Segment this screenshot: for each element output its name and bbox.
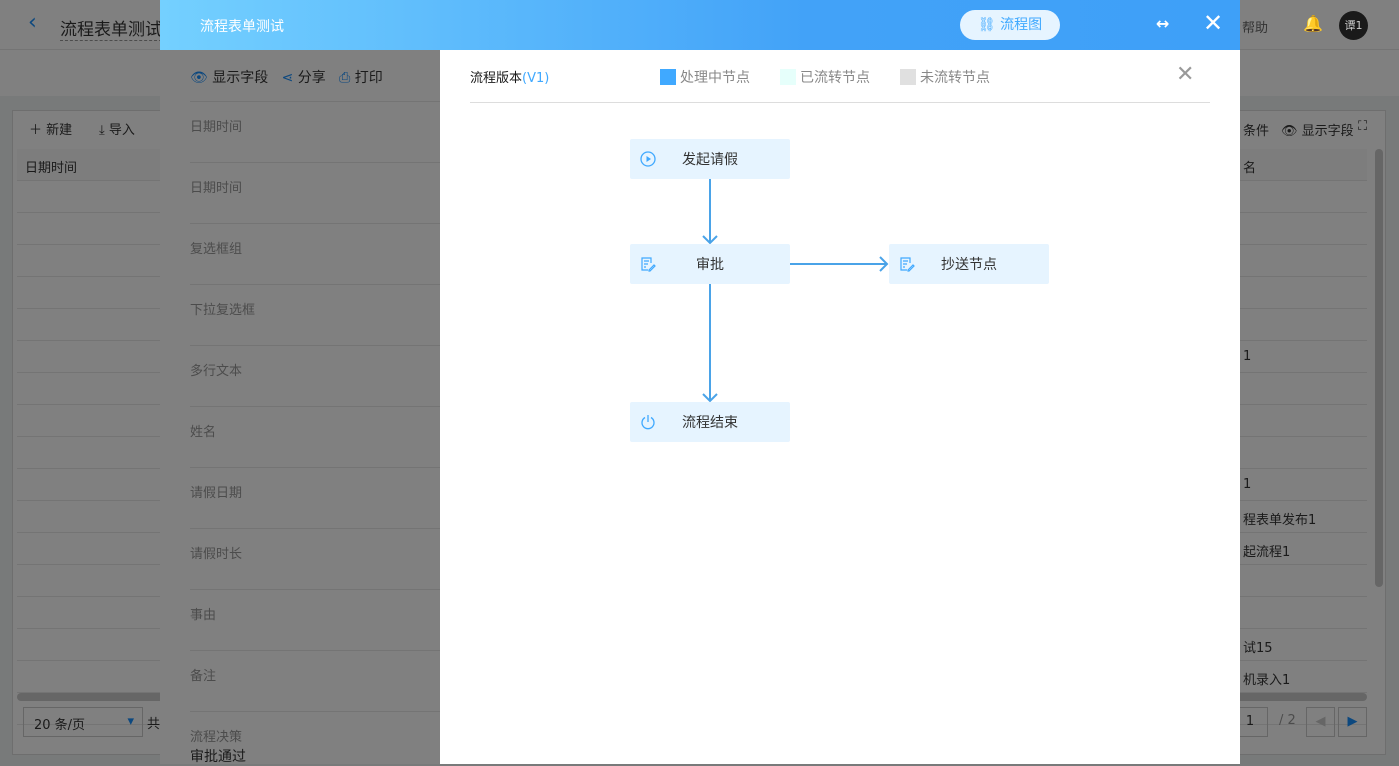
- field-label: 事由: [190, 608, 217, 623]
- help-link[interactable]: 帮助: [1242, 21, 1269, 36]
- divider: [470, 102, 1210, 103]
- column-header-name[interactable]: 名: [1243, 161, 1257, 176]
- form-edit-icon: [641, 257, 656, 272]
- modal-title: 流程表单测试: [200, 19, 284, 35]
- table-cell: 1: [1243, 477, 1252, 492]
- form-panel: 👁 显示字段 ⋖ 分享 ⎙ 打印 日期时间日期时间复选框组下拉复选框多行文本姓名…: [160, 50, 450, 765]
- field-label: 备注: [190, 669, 217, 684]
- field-label: 请假日期: [190, 486, 243, 501]
- back-icon[interactable]: ‹: [28, 10, 37, 35]
- column-header-datetime[interactable]: 日期时间: [25, 161, 78, 176]
- form-toolbar: 👁 显示字段 ⋖ 分享 ⎙ 打印: [190, 50, 440, 102]
- app-title: 流程表单测试: [60, 15, 162, 41]
- field-label: 多行文本: [190, 364, 243, 379]
- version-label: 流程版本(V1): [470, 67, 549, 86]
- drawer-close-icon[interactable]: ✕: [1176, 62, 1195, 87]
- version-number: (V1): [522, 71, 550, 86]
- field-label: 日期时间: [190, 181, 243, 196]
- flow-edges: [702, 179, 889, 403]
- table-cell: 机录入1: [1243, 673, 1291, 688]
- import-button[interactable]: ⤓ 导入: [99, 123, 135, 138]
- legend-label: 已流转节点: [800, 70, 870, 86]
- next-page-button[interactable]: ▶: [1338, 707, 1367, 737]
- table-cell: 程表单发布1: [1243, 513, 1317, 528]
- form-field: 备注: [190, 651, 450, 712]
- legend-pending: 未流转节点: [900, 67, 990, 87]
- edge-approve-end: [702, 284, 718, 403]
- page-count: / 2: [1279, 713, 1296, 728]
- prev-page-button[interactable]: ◀: [1306, 707, 1335, 737]
- legend-processing: 处理中节点: [660, 67, 750, 87]
- form-field: 复选框组: [190, 224, 450, 285]
- avatar[interactable]: 谭1: [1339, 11, 1368, 40]
- expand-horizontal-icon[interactable]: ↔: [1156, 14, 1170, 33]
- form-field: 日期时间: [190, 102, 450, 163]
- field-label: 复选框组: [190, 242, 243, 257]
- form-edit-icon: [900, 257, 915, 272]
- legend-label: 处理中节点: [680, 70, 750, 86]
- table-cell: 起流程1: [1243, 545, 1291, 560]
- bell-icon[interactable]: 🔔: [1303, 14, 1323, 33]
- form-field: 请假日期: [190, 468, 450, 529]
- version-text: 流程版本: [470, 71, 523, 86]
- form-field: 日期时间: [190, 163, 450, 224]
- node-end[interactable]: 流程结束: [630, 402, 790, 442]
- field-label: 下拉复选框: [190, 303, 256, 318]
- node-label: 审批: [696, 257, 724, 273]
- flow-chart-button[interactable]: ⛓ 流程图: [960, 10, 1060, 40]
- legend-swatch: [780, 69, 796, 85]
- node-cc[interactable]: 抄送节点: [889, 244, 1049, 284]
- new-label: 新建: [46, 123, 73, 138]
- show-fields-button[interactable]: 👁 显示字段: [190, 70, 269, 86]
- power-icon: [641, 415, 655, 430]
- table-cell: 试15: [1243, 641, 1273, 656]
- link-icon: ⛓: [977, 17, 996, 33]
- node-label: 发起请假: [682, 152, 738, 168]
- caret-down-icon: ▾: [127, 714, 134, 729]
- legend-passed: 已流转节点: [780, 67, 870, 87]
- conditions-button[interactable]: 条件: [1243, 124, 1270, 139]
- legend-label: 未流转节点: [920, 70, 990, 86]
- share-button[interactable]: ⋖ 分享: [281, 70, 326, 86]
- show-fields-button[interactable]: 👁 显示字段: [1281, 124, 1354, 139]
- decision-label: 流程决策: [190, 730, 243, 745]
- total-label: 共: [147, 717, 161, 732]
- edge-approve-cc: [790, 256, 889, 272]
- form-field: 多行文本: [190, 346, 450, 407]
- form-field: 请假时长: [190, 529, 450, 590]
- decision-value: 审批通过: [190, 749, 246, 765]
- node-start[interactable]: 发起请假: [630, 139, 790, 179]
- legend-swatch: [660, 69, 676, 85]
- node-label: 流程结束: [682, 415, 738, 431]
- modal-header: 流程表单测试 ⛓ 流程图 ↔ ✕: [160, 0, 1240, 50]
- play-circle-icon: [640, 151, 656, 167]
- vertical-scrollbar[interactable]: [1375, 149, 1383, 587]
- show-fields-label: 显示字段: [212, 70, 269, 86]
- print-button[interactable]: ⎙ 打印: [339, 70, 383, 86]
- node-label: 抄送节点: [941, 257, 997, 273]
- field-label: 请假时长: [190, 547, 243, 562]
- form-field: 姓名: [190, 407, 450, 468]
- form-field: 下拉复选框: [190, 285, 450, 346]
- import-label: 导入: [108, 123, 135, 138]
- show-fields-label: 显示字段: [1301, 124, 1354, 139]
- page-size-value: 20 条/页: [34, 718, 86, 733]
- flow-chart-label: 流程图: [1000, 17, 1043, 33]
- field-label: 日期时间: [190, 120, 243, 135]
- node-approve[interactable]: 审批: [630, 244, 790, 284]
- table-cell: 1: [1243, 349, 1252, 364]
- fullscreen-icon[interactable]: ⛶: [1358, 119, 1368, 134]
- legend-swatch: [900, 69, 916, 85]
- close-icon[interactable]: ✕: [1203, 9, 1224, 37]
- field-label: 姓名: [190, 425, 217, 440]
- page-size-select[interactable]: 20 条/页 ▾: [23, 707, 143, 737]
- flow-chart-drawer: 流程版本(V1) 处理中节点 已流转节点 未流转节点 ✕ 发起请假 审批 抄送节…: [440, 50, 1240, 764]
- share-label: 分享: [297, 70, 326, 86]
- print-label: 打印: [354, 70, 383, 86]
- edge-start-approve: [702, 179, 718, 245]
- form-field: 事由: [190, 590, 450, 651]
- new-button[interactable]: ＋ 新建: [29, 123, 73, 138]
